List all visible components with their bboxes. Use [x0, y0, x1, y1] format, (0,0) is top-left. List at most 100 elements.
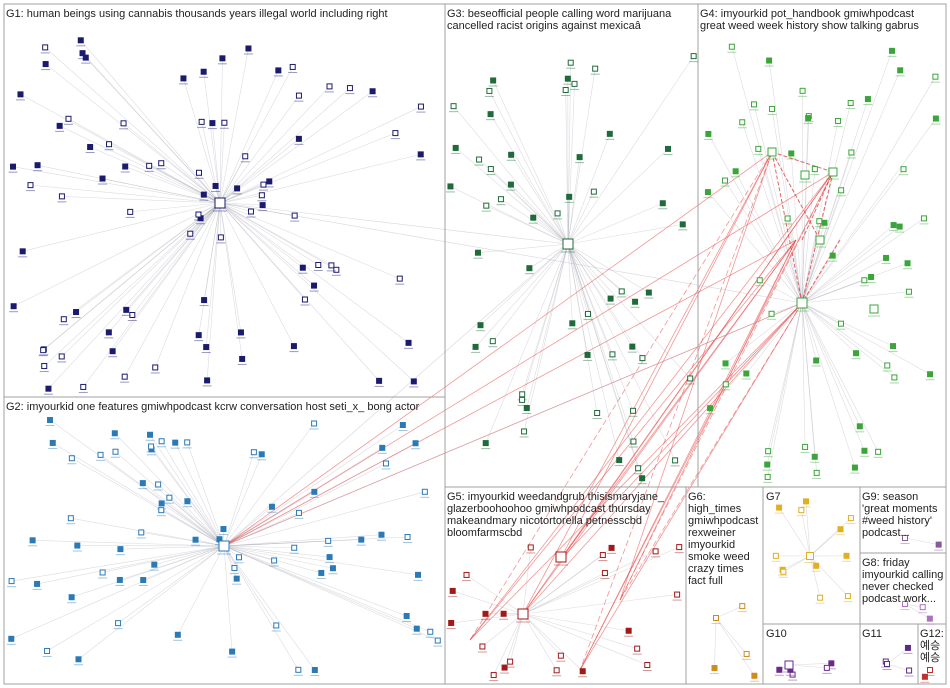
graph-node[interactable]	[158, 507, 165, 514]
graph-node[interactable]	[479, 643, 486, 650]
graph-node[interactable]	[630, 407, 637, 414]
graph-node[interactable]	[489, 338, 496, 345]
graph-node[interactable]	[526, 265, 533, 272]
graph-node[interactable]	[158, 500, 165, 507]
graph-node[interactable]	[250, 449, 257, 456]
graph-node[interactable]	[884, 362, 891, 369]
graph-node[interactable]	[415, 571, 422, 578]
graph-node[interactable]	[151, 561, 158, 568]
graph-node[interactable]	[823, 664, 830, 671]
graph-node[interactable]	[817, 594, 824, 601]
graph-node[interactable]	[639, 355, 646, 362]
graph-node[interactable]	[482, 610, 489, 617]
graph-node[interactable]	[291, 212, 298, 219]
graph-node[interactable]	[417, 103, 424, 110]
graph-node[interactable]	[764, 461, 771, 468]
graph-node[interactable]	[554, 210, 561, 217]
graph-node[interactable]	[447, 183, 454, 190]
graph-node[interactable]	[40, 347, 47, 354]
graph-node[interactable]	[508, 151, 515, 158]
graph-node[interactable]	[73, 309, 80, 316]
graph-node[interactable]	[268, 503, 275, 510]
graph-node[interactable]	[557, 652, 564, 659]
graph-node[interactable]	[919, 604, 926, 611]
graph-node[interactable]	[379, 444, 386, 451]
graph-node[interactable]	[67, 515, 74, 522]
hub-node[interactable]	[562, 238, 574, 250]
graph-node[interactable]	[665, 145, 672, 152]
graph-node[interactable]	[195, 332, 202, 339]
graph-node[interactable]	[932, 115, 939, 122]
graph-node[interactable]	[68, 455, 75, 462]
graph-node[interactable]	[834, 117, 841, 124]
graph-node[interactable]	[295, 92, 302, 99]
graph-node[interactable]	[616, 457, 623, 464]
graph-node[interactable]	[201, 297, 208, 304]
graph-node[interactable]	[75, 656, 82, 663]
graph-node[interactable]	[606, 130, 613, 137]
graph-node[interactable]	[399, 422, 406, 429]
graph-node[interactable]	[856, 423, 863, 430]
graph-node[interactable]	[935, 541, 942, 548]
graph-node[interactable]	[403, 613, 410, 620]
graph-node[interactable]	[295, 135, 302, 142]
graph-node[interactable]	[463, 571, 470, 578]
graph-node[interactable]	[687, 375, 694, 382]
graph-node[interactable]	[259, 202, 266, 209]
graph-node[interactable]	[174, 631, 181, 638]
graph-node[interactable]	[99, 569, 106, 576]
graph-node[interactable]	[579, 668, 586, 675]
graph-node[interactable]	[888, 47, 895, 54]
graph-node[interactable]	[711, 665, 718, 672]
graph-node[interactable]	[448, 619, 455, 626]
graph-node[interactable]	[192, 536, 199, 543]
graph-node[interactable]	[44, 647, 51, 654]
graph-node[interactable]	[486, 87, 493, 94]
graph-node[interactable]	[490, 77, 497, 84]
graph-node[interactable]	[434, 637, 441, 644]
graph-node[interactable]	[404, 533, 411, 540]
graph-node[interactable]	[115, 620, 122, 627]
graph-node[interactable]	[848, 149, 855, 156]
graph-node[interactable]	[116, 576, 123, 583]
graph-node[interactable]	[382, 460, 389, 467]
graph-node[interactable]	[122, 163, 129, 170]
graph-node[interactable]	[519, 391, 526, 398]
graph-node[interactable]	[45, 385, 52, 392]
graph-node[interactable]	[838, 187, 845, 194]
graph-node[interactable]	[106, 141, 113, 148]
graph-node[interactable]	[105, 329, 112, 336]
graph-node[interactable]	[231, 565, 238, 572]
graph-node[interactable]	[301, 296, 308, 303]
graph-node[interactable]	[217, 234, 224, 241]
graph-node[interactable]	[802, 498, 809, 505]
graph-node[interactable]	[97, 451, 104, 458]
graph-node[interactable]	[500, 610, 507, 617]
graph-node[interactable]	[527, 544, 534, 551]
graph-node[interactable]	[200, 191, 207, 198]
graph-node[interactable]	[608, 544, 615, 551]
graph-node[interactable]	[358, 536, 365, 543]
graph-node[interactable]	[674, 591, 681, 598]
graph-node[interactable]	[927, 371, 934, 378]
graph-node[interactable]	[123, 306, 130, 313]
graph-node[interactable]	[180, 75, 187, 82]
graph-node[interactable]	[768, 310, 775, 317]
graph-node[interactable]	[764, 473, 771, 480]
graph-node[interactable]	[79, 50, 86, 57]
hub-node[interactable]	[555, 551, 567, 563]
graph-node[interactable]	[853, 350, 860, 357]
graph-node[interactable]	[289, 63, 296, 70]
graph-node[interactable]	[271, 557, 278, 564]
graph-node[interactable]	[376, 377, 383, 384]
graph-node[interactable]	[728, 43, 735, 50]
graph-node[interactable]	[519, 396, 526, 403]
graph-node[interactable]	[120, 120, 127, 127]
graph-node[interactable]	[828, 660, 835, 667]
graph-node[interactable]	[392, 130, 399, 137]
graph-node[interactable]	[609, 351, 616, 358]
graph-node[interactable]	[220, 526, 227, 533]
graph-node[interactable]	[569, 320, 576, 327]
graph-node[interactable]	[566, 193, 573, 200]
graph-node[interactable]	[576, 154, 583, 161]
